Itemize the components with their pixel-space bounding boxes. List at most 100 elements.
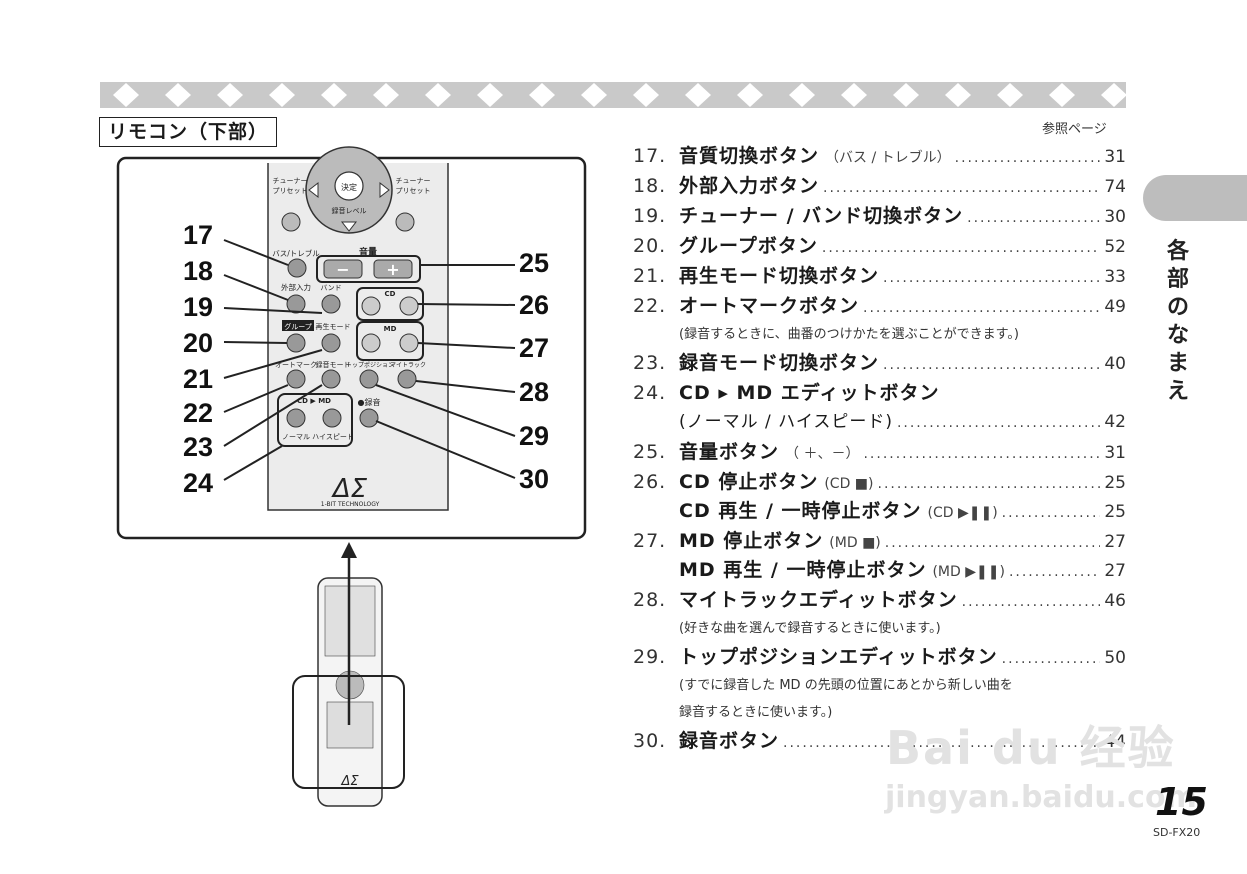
item-row: MD 再生 / 一時停止ボタン(MD ▶❚❚)27 — [633, 556, 1126, 585]
cd-label: CD — [385, 290, 396, 298]
banner-diamond — [529, 83, 555, 107]
item-label: (ノーマル / ハイスピード) — [679, 412, 893, 432]
item-note: (すでに録音した MD の先頭の位置にあとから新しい曲を — [633, 672, 1126, 699]
item-number: 21. — [633, 265, 667, 287]
item-number: 20. — [633, 235, 667, 257]
callout-30: 30 — [519, 464, 549, 494]
callout-24: 24 — [183, 468, 213, 498]
callout-29: 29 — [519, 421, 549, 451]
item-row: 29.トップポジションエディットボタン50 — [633, 642, 1126, 672]
page-number: 15 — [1155, 780, 1208, 824]
item-label: 再生モード切換ボタン — [679, 265, 880, 287]
tuner-preset-right-label: チューナー — [396, 177, 431, 185]
md-stop-button[interactable] — [361, 333, 381, 353]
dot-leader — [863, 293, 1100, 321]
item-row: 28. マイトラックエディットボタン 46 — [633, 585, 1126, 615]
svg-text:−: − — [336, 260, 349, 279]
my-track-edit-button[interactable] — [397, 369, 417, 389]
dot-leader — [863, 439, 1100, 467]
my-track-label: マイトラック — [390, 362, 426, 369]
top-position-label: トップポジション — [346, 361, 394, 369]
item-page: 27 — [1104, 532, 1126, 552]
callout-23: 23 — [183, 432, 213, 462]
dot-leader — [1009, 558, 1100, 585]
section-title: リモコン（下部） — [99, 117, 278, 147]
item-page: 30 — [1104, 207, 1126, 227]
dot-leader — [883, 350, 1100, 378]
banner-diamond — [893, 83, 919, 107]
item-label: 音質切換ボタン — [679, 145, 820, 167]
cd-stop-button[interactable] — [361, 296, 381, 316]
item-page: 44 — [1104, 732, 1126, 752]
banner-diamond — [685, 83, 711, 107]
group-label: グループ — [284, 322, 312, 331]
external-input-button[interactable] — [286, 294, 306, 314]
item-number: 29. — [633, 646, 667, 668]
rec-mode-button[interactable] — [321, 369, 341, 389]
callout-17: 17 — [183, 220, 213, 250]
item-label: マイトラックエディットボタン — [679, 589, 958, 611]
banner-diamond — [477, 83, 503, 107]
play-mode-label: 再生モード — [316, 322, 351, 331]
play-mode-button[interactable] — [321, 333, 341, 353]
bass-treble-button[interactable] — [287, 258, 307, 278]
delta-sigma-logo: ΔΣ — [331, 474, 368, 504]
record-button[interactable] — [359, 408, 379, 428]
external-input-label: 外部入力 — [281, 282, 311, 292]
dot-leader — [955, 143, 1101, 171]
dot-leader — [885, 528, 1101, 556]
banner-diamond — [217, 83, 243, 107]
rec-level-label: 録音レベル — [332, 206, 367, 215]
banner-diamond — [425, 83, 451, 107]
reference-page-header: 参照ページ — [1042, 122, 1107, 137]
item-note: (録音するときに、曲番のつけかたを選ぶことができます。) — [633, 321, 1126, 348]
dot-leader — [878, 469, 1101, 497]
cd-play-pause-button[interactable] — [399, 296, 419, 316]
cd-md-high-speed-button[interactable] — [322, 408, 342, 428]
item-page: 46 — [1104, 591, 1126, 611]
side-tab — [1143, 175, 1247, 221]
item-label: CD 再生 / 一時停止ボタン — [679, 500, 922, 522]
banner-diamond — [113, 83, 139, 107]
dot-leader — [823, 173, 1100, 201]
watermark-logo: Bai du 经验 — [886, 721, 1176, 775]
dot-leader — [967, 203, 1100, 231]
item-sublabel: （バス / トレブル） — [825, 150, 951, 166]
item-row: 24.CD ▸ MD エディットボタン — [633, 378, 1126, 408]
callout-27: 27 — [519, 333, 549, 363]
item-page: 33 — [1104, 267, 1126, 287]
high-speed-label: ハイスピード — [312, 433, 354, 441]
item-row: 17.音質切換ボタン（バス / トレブル）31 — [633, 141, 1126, 171]
model-number: SD-FX20 — [1153, 826, 1201, 839]
banner-diamond — [1101, 83, 1126, 107]
bass-treble-label: バス/トレブル — [272, 248, 320, 258]
item-label: チューナー / バンド切換ボタン — [679, 205, 964, 227]
top-position-edit-button[interactable] — [359, 369, 379, 389]
enter-label: 決定 — [341, 182, 357, 192]
cd-md-normal-button[interactable] — [286, 408, 306, 428]
item-number: 27. — [633, 530, 667, 552]
note-text: (好きな曲を選んで録音するときに使います。) — [679, 621, 941, 636]
md-play-pause-button[interactable] — [399, 333, 419, 353]
banner-diamond — [841, 83, 867, 107]
banner-diamond — [581, 83, 607, 107]
note-text: (録音するときに、曲番のつけかたを選ぶことができます。) — [679, 327, 1019, 342]
item-sublabel: （ ＋、－） — [785, 446, 860, 462]
item-sublabel: (CD ■) — [824, 476, 874, 492]
group-button[interactable] — [286, 333, 306, 353]
item-label: 録音モード切換ボタン — [679, 352, 880, 374]
callout-20: 20 — [183, 328, 213, 358]
item-number: 28. — [633, 589, 667, 611]
dot-leader — [822, 233, 1100, 261]
item-number: 22. — [633, 295, 667, 317]
item-note: 録音するときに使います。) — [633, 699, 1126, 726]
tuner-band-button[interactable] — [321, 294, 341, 314]
item-row: 30.録音ボタン44 — [633, 726, 1126, 756]
item-page: 42 — [1104, 412, 1126, 432]
item-label: MD 停止ボタン — [679, 530, 824, 552]
auto-mark-button[interactable] — [286, 369, 306, 389]
note-text: 録音するときに使います。) — [679, 705, 833, 720]
item-label: オートマークボタン — [679, 295, 860, 317]
item-number: 25. — [633, 441, 667, 463]
banner-diamond — [165, 83, 191, 107]
